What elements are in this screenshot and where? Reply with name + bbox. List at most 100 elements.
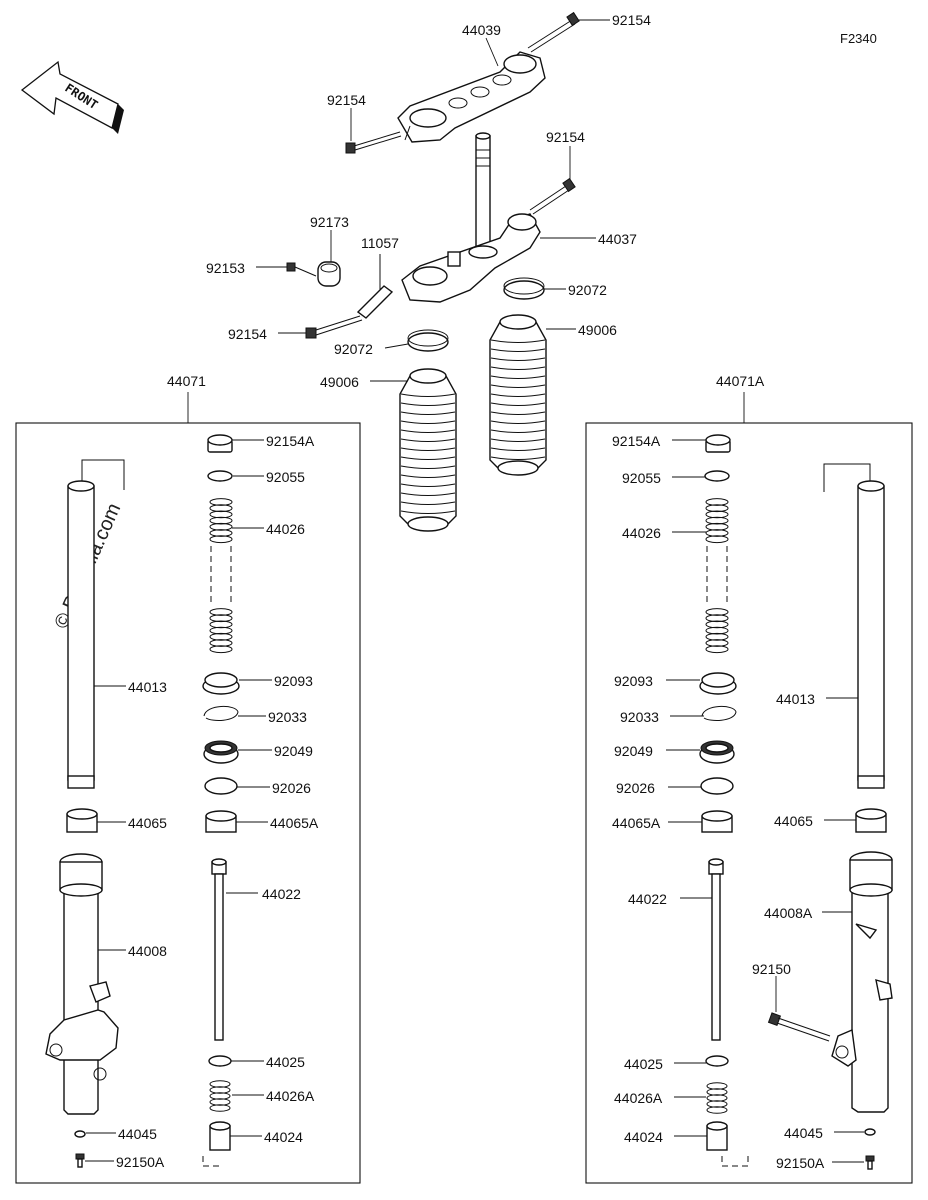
figure-code: F2340	[840, 31, 877, 46]
upper-bracket	[397, 51, 546, 143]
bolt-mid-right	[529, 177, 576, 215]
left-label-gasket: 44045	[118, 1126, 157, 1142]
left-inner-tube	[45, 853, 119, 1115]
left-dust-seal	[202, 672, 240, 695]
label-92173: 92173	[310, 214, 349, 230]
group-label-left: 44071	[167, 373, 206, 389]
left-fork-box	[15, 422, 361, 1184]
right-axle-bolt	[767, 1012, 831, 1042]
label-92072-right: 92072	[568, 282, 607, 298]
right-fork-box	[585, 422, 913, 1184]
right-label-piece: 44024	[624, 1129, 663, 1145]
right-label-axle-bolt: 92150	[752, 961, 791, 977]
right-label-oring: 92055	[622, 470, 661, 486]
left-label-bush-outer: 44065	[128, 815, 167, 831]
left-clip	[203, 706, 239, 721]
label-92154-top-left: 92154	[327, 92, 366, 108]
group-label-right: 44071A	[716, 373, 765, 389]
left-bottom-bolt	[75, 1153, 85, 1168]
left-label-dust-seal: 92093	[274, 673, 313, 689]
left-label-piece: 44024	[264, 1129, 303, 1145]
left-labels: 92154A 92055 44026 44013 92093 92033 920…	[85, 433, 319, 1170]
right-bush-44065	[855, 808, 887, 833]
left-label-cylinder: 44022	[262, 886, 301, 902]
left-label-inner-tube: 44008	[128, 943, 167, 959]
small-bolt-92153	[286, 262, 317, 277]
bolt-top-right	[527, 11, 580, 53]
label-92153: 92153	[206, 260, 245, 276]
boot-ribs	[400, 339, 546, 514]
left-cylinder	[211, 858, 227, 1041]
left-label-bottom-bolt: 92150A	[116, 1154, 165, 1170]
left-label-spring-small: 44026A	[266, 1088, 315, 1104]
left-oring	[207, 470, 233, 482]
left-piece	[209, 1121, 231, 1151]
left-label-clip: 92033	[268, 709, 307, 725]
right-label-inner-tube: 44008A	[764, 905, 813, 921]
right-label-dust-seal: 92093	[614, 673, 653, 689]
left-ring	[208, 1055, 232, 1067]
left-spring-44026	[209, 498, 233, 654]
right-label-cylinder: 44022	[628, 891, 667, 907]
right-label-bottom-bolt: 92150A	[776, 1155, 825, 1171]
right-label-ring: 44025	[624, 1056, 663, 1072]
left-gasket	[74, 1130, 86, 1138]
right-washer	[700, 777, 734, 795]
right-spring-44026a	[706, 1082, 728, 1114]
right-label-oil-seal: 92049	[614, 743, 653, 759]
left-outer-tube	[67, 480, 95, 789]
right-gasket	[864, 1128, 876, 1136]
right-label-clip: 92033	[620, 709, 659, 725]
left-fork-parts	[45, 434, 240, 1168]
right-ring	[705, 1055, 729, 1067]
right-outer-tube	[857, 480, 885, 789]
label-49006-left: 49006	[320, 374, 359, 390]
bracket-plate-11057	[356, 254, 394, 319]
left-label-ring: 44025	[266, 1054, 305, 1070]
band-right	[503, 277, 545, 300]
label-92154-top-right: 92154	[612, 12, 651, 28]
right-inner-tube	[831, 851, 893, 1113]
right-clip	[701, 706, 737, 721]
steering-stem	[475, 132, 491, 249]
right-label-outer-tube: 44013	[776, 691, 815, 707]
lower-bracket	[401, 213, 541, 303]
label-92072-left: 92072	[334, 341, 373, 357]
right-spring-44026	[705, 498, 729, 654]
right-label-gasket: 44045	[784, 1125, 823, 1141]
left-washer	[204, 777, 238, 795]
label-92154-mid-right: 92154	[546, 129, 585, 145]
left-label-oring: 92055	[266, 469, 305, 485]
right-piece	[706, 1121, 728, 1151]
front-arrow-icon: FRONT	[20, 60, 124, 134]
clamp-92173	[317, 261, 341, 287]
right-dust-seal	[699, 672, 737, 695]
left-spring-44026a	[209, 1080, 231, 1112]
right-fork-parts	[699, 434, 893, 1170]
label-44037: 44037	[598, 231, 637, 247]
right-label-washer: 92026	[616, 780, 655, 796]
right-cap-bolt	[705, 434, 731, 453]
right-label-spring: 44026	[622, 525, 661, 541]
left-oil-seal	[203, 740, 239, 764]
left-label-cap-bolt: 92154A	[266, 433, 315, 449]
bolt-top-left	[345, 131, 402, 154]
right-bush-44065a	[701, 810, 733, 833]
left-label-oil-seal: 92049	[274, 743, 313, 759]
right-label-bush-outer: 44065	[774, 813, 813, 829]
label-49006-right: 49006	[578, 322, 617, 338]
label-44039: 44039	[462, 22, 501, 38]
left-label-washer: 92026	[272, 780, 311, 796]
left-bush-44065a	[205, 810, 237, 833]
right-oil-seal	[699, 740, 735, 764]
right-label-spring-small: 44026A	[614, 1090, 663, 1106]
right-cylinder	[708, 858, 724, 1041]
label-92154-lower-left: 92154	[228, 326, 267, 342]
right-bottom-bolt	[865, 1155, 875, 1170]
right-oring	[704, 470, 730, 482]
left-label-outer-tube: 44013	[128, 679, 167, 695]
left-label-bush-inner: 44065A	[270, 815, 319, 831]
top-labels: 44039 92154 92154 92154 44037 92173 1105…	[206, 12, 651, 390]
bolt-lower-left	[305, 315, 363, 339]
